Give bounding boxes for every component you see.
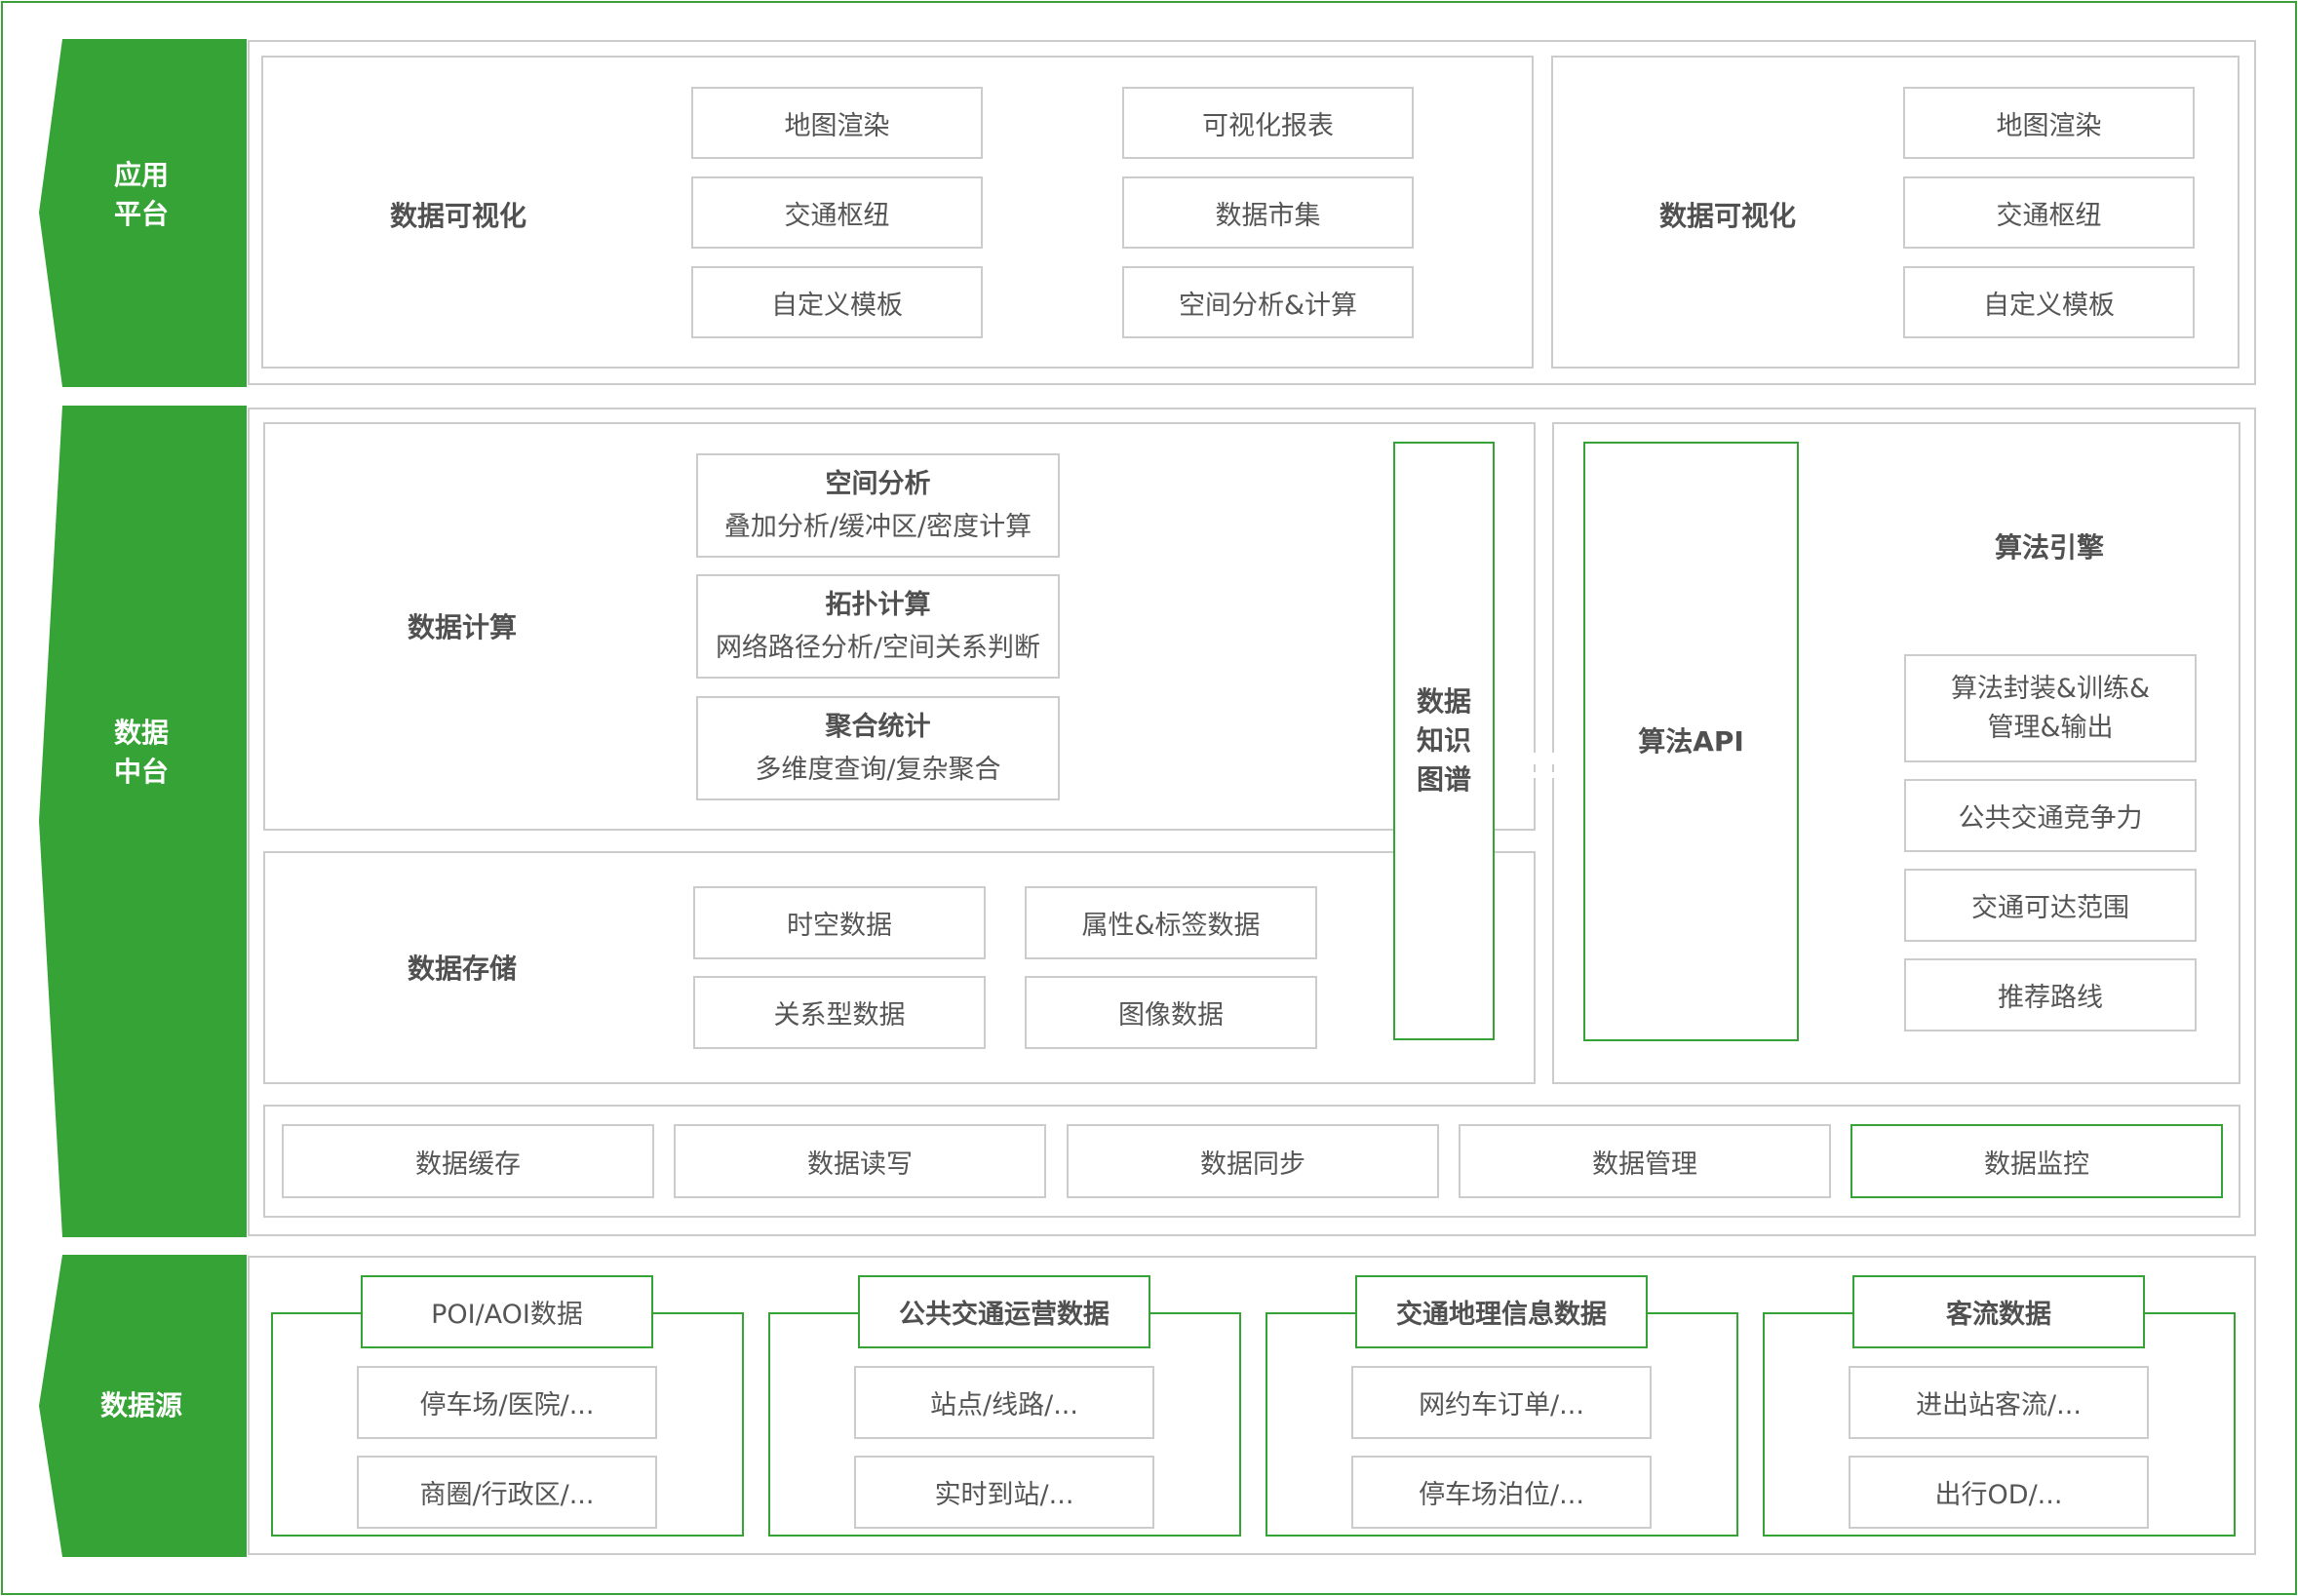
source-group-poi-item-1: 停车场/医院/... — [357, 1366, 657, 1439]
app-left-title: 数据可视化 — [389, 200, 526, 232]
middle-layer-tag-text: 数据 中台 — [54, 704, 229, 801]
app-right-item-3: 自定义模板 — [1903, 266, 2195, 338]
source-layer-tag-text: 数据源 — [99, 1389, 182, 1421]
knowledge-graph-line3: 图谱 — [1416, 763, 1471, 796]
data-ops-readwrite: 数据读写 — [674, 1124, 1046, 1198]
connector-gap-lower — [1533, 772, 1554, 778]
source-group-transit-ops-item-2: 实时到站/... — [854, 1456, 1154, 1529]
knowledge-graph-line1: 数据 — [1416, 685, 1471, 718]
storage-title: 数据存储 — [407, 953, 517, 985]
app-left-col1-item-2: 交通枢纽 — [691, 176, 983, 249]
app-right-item-1: 地图渲染 — [1903, 87, 2195, 159]
algo-item-recommended-route: 推荐路线 — [1904, 958, 2197, 1032]
source-group-poi-item-2: 商圈/行政区/... — [357, 1456, 657, 1529]
middle-layer-tag — [39, 406, 247, 1237]
source-group-transit-ops-item-1: 站点/线路/... — [854, 1366, 1154, 1439]
connector-gap-upper — [1533, 753, 1554, 764]
source-group-passenger-flow-item-1: 进出站客流/... — [1849, 1366, 2149, 1439]
algo-item-packaging-line1: 算法封装&训练& — [1950, 673, 2151, 704]
storage-item-image: 图像数据 — [1025, 976, 1317, 1049]
algo-item-reachability: 交通可达范围 — [1904, 869, 2197, 942]
compute-item-topology: 拓扑计算 网络路径分析/空间关系判断 — [696, 574, 1060, 679]
algo-engine-title: 算法引擎 — [1994, 531, 2104, 564]
compute-item-aggregation-title: 聚合统计 — [825, 711, 931, 742]
middle-tag-line1: 数据 — [113, 717, 169, 749]
algo-item-competitiveness: 公共交通竞争力 — [1904, 779, 2197, 852]
app-left-col2-item-2: 数据市集 — [1122, 176, 1414, 249]
source-group-geo-info-title: 交通地理信息数据 — [1355, 1275, 1648, 1348]
compute-item-aggregation: 聚合统计 多维度查询/复杂聚合 — [696, 696, 1060, 800]
source-group-geo-info-item-1: 网约车订单/... — [1351, 1366, 1652, 1439]
app-left-col1-item-1: 地图渲染 — [691, 87, 983, 159]
source-group-poi-title: POI/AOI数据 — [361, 1275, 653, 1348]
storage-item-attribute-tag: 属性&标签数据 — [1025, 886, 1317, 959]
algo-item-packaging: 算法封装&训练& 管理&输出 — [1904, 654, 2197, 762]
app-left-col2-item-1: 可视化报表 — [1122, 87, 1414, 159]
data-ops-monitoring: 数据监控 — [1850, 1124, 2223, 1198]
storage-item-spatiotemporal: 时空数据 — [693, 886, 986, 959]
app-right-title: 数据可视化 — [1658, 200, 1796, 232]
algo-item-packaging-line2: 管理&输出 — [1987, 712, 2114, 743]
app-layer-tag — [39, 39, 247, 387]
middle-tag-line2: 中台 — [113, 756, 169, 788]
compute-item-topology-desc: 网络路径分析/空间关系判断 — [715, 632, 1041, 663]
compute-item-spatial: 空间分析 叠加分析/缓冲区/密度计算 — [696, 453, 1060, 558]
compute-item-aggregation-desc: 多维度查询/复杂聚合 — [755, 754, 1001, 785]
compute-title: 数据计算 — [407, 611, 517, 643]
source-group-passenger-flow-item-2: 出行OD/... — [1849, 1456, 2149, 1529]
source-group-geo-info-item-2: 停车场泊位/... — [1351, 1456, 1652, 1529]
app-left-col2-item-3: 空间分析&计算 — [1122, 266, 1414, 338]
knowledge-graph-box: 数据 知识 图谱 — [1393, 442, 1495, 1040]
data-ops-cache: 数据缓存 — [282, 1124, 654, 1198]
storage-item-relational: 关系型数据 — [693, 976, 986, 1049]
compute-item-topology-title: 拓扑计算 — [825, 589, 931, 620]
source-layer-tag — [39, 1255, 247, 1557]
source-group-transit-ops-title: 公共交通运营数据 — [858, 1275, 1150, 1348]
algo-api-box: 算法API — [1583, 442, 1799, 1041]
app-tag-line2: 平台 — [113, 198, 169, 230]
knowledge-graph-line2: 知识 — [1416, 724, 1471, 757]
app-right-item-2: 交通枢纽 — [1903, 176, 2195, 249]
data-ops-management: 数据管理 — [1459, 1124, 1831, 1198]
app-left-col1-item-3: 自定义模板 — [691, 266, 983, 338]
app-tag-line1: 应用 — [113, 159, 169, 191]
data-ops-sync: 数据同步 — [1067, 1124, 1439, 1198]
compute-item-spatial-title: 空间分析 — [825, 468, 931, 499]
compute-item-spatial-desc: 叠加分析/缓冲区/密度计算 — [723, 511, 1032, 542]
source-group-passenger-flow-title: 客流数据 — [1852, 1275, 2145, 1348]
app-layer-tag-text: 应用 平台 — [54, 146, 229, 244]
